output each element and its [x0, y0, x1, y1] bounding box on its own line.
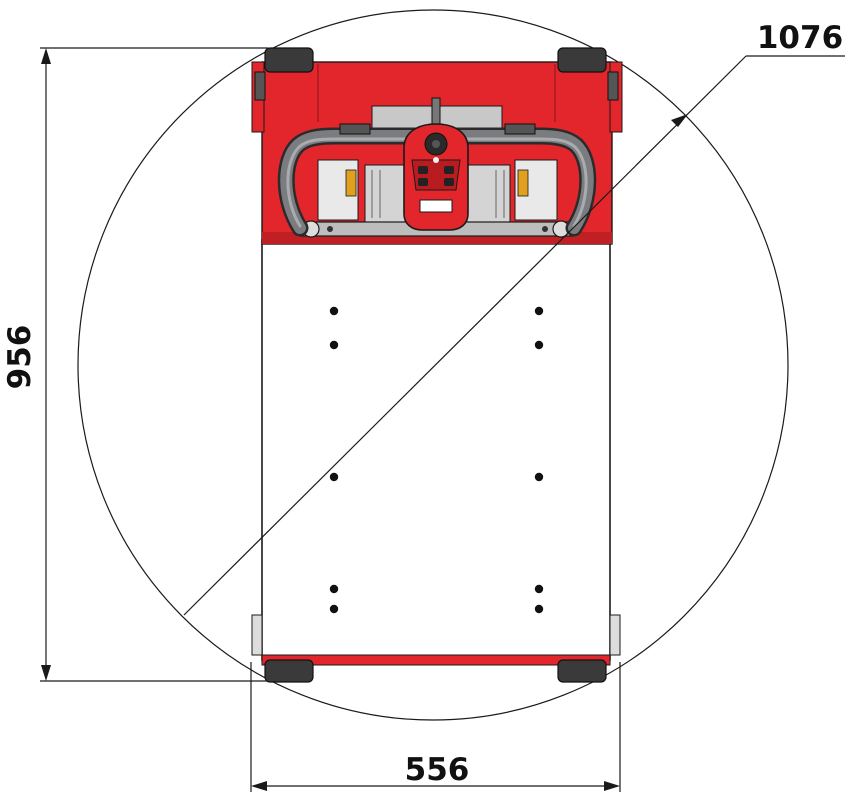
- tiller-control-head-icon: [403, 97, 469, 231]
- height-dimension-label: 956: [2, 325, 38, 390]
- mounting-holes: [329, 306, 544, 614]
- pallet-truck-top-view: [251, 47, 623, 683]
- wheel-top-right: [557, 47, 607, 73]
- wheel-bottom-left: [264, 659, 314, 683]
- width-dimension-label: 556: [405, 752, 470, 788]
- bottom-wheels: [251, 614, 621, 683]
- diameter-dimension-label: 1076: [757, 20, 843, 56]
- width-dimension: [250, 662, 621, 792]
- diameter-dimension: [183, 55, 845, 616]
- wheel-bottom-right: [557, 659, 607, 683]
- wheel-top-left: [264, 47, 314, 73]
- turning-circle: [77, 9, 789, 721]
- chassis-body: [261, 239, 611, 661]
- height-dimension: [40, 47, 268, 682]
